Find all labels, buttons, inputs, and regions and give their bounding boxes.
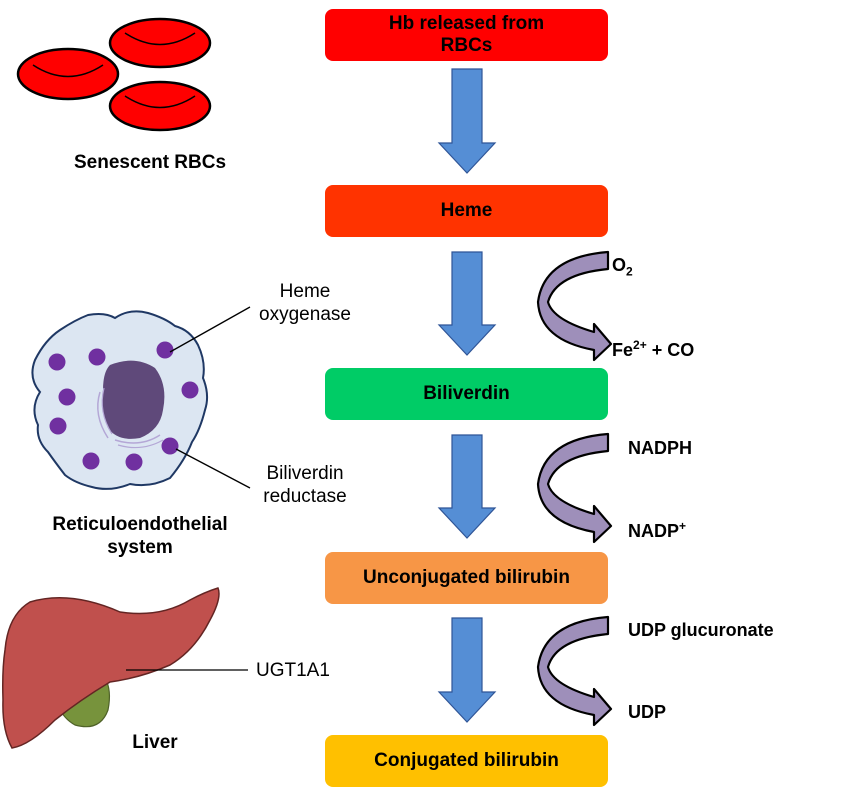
rbc-label: Senescent RBCs bbox=[73, 152, 227, 173]
step-box-hb: Hb released from RBCs bbox=[325, 9, 608, 61]
step-label: Biliverdin bbox=[423, 383, 510, 404]
macrophage-cell-icon bbox=[31, 310, 209, 490]
step-box-conjugated-bilirubin: Conjugated bilirubin bbox=[325, 735, 608, 787]
step-box-unconjugated-bilirubin: Unconjugated bilirubin bbox=[325, 552, 608, 604]
enzyme-biliverdin-reductase: Biliverdin reductase bbox=[263, 463, 347, 507]
cofactor-output-fe-co: Fe2+ + CO bbox=[612, 338, 695, 360]
step-label: Unconjugated bilirubin bbox=[363, 567, 570, 588]
leader-line bbox=[169, 306, 251, 353]
curved-arrow-icon bbox=[536, 615, 613, 727]
reticuloendothelial-label: Reticuloendothelial system bbox=[52, 514, 228, 558]
down-arrow-icon bbox=[437, 251, 497, 356]
step-label: Conjugated bilirubin bbox=[374, 750, 559, 771]
step-box-heme: Heme bbox=[325, 185, 608, 237]
enzyme-ugt1a1: UGT1A1 bbox=[256, 660, 330, 681]
down-arrow-icon bbox=[437, 68, 497, 174]
cofactor-input-nadph: NADPH bbox=[628, 438, 693, 458]
step-box-biliverdin: Biliverdin bbox=[325, 368, 608, 420]
rbc-icon bbox=[108, 17, 212, 69]
liver-label: Liver bbox=[132, 732, 178, 753]
step-label: Heme bbox=[440, 200, 493, 221]
cofactor-output-udp: UDP bbox=[628, 702, 667, 722]
enzyme-heme-oxygenase: Heme oxygenase bbox=[259, 281, 351, 325]
rbc-icon bbox=[16, 47, 120, 101]
step-label: Hb released from RBCs bbox=[388, 13, 545, 56]
leader-line bbox=[175, 448, 251, 489]
cofactor-output-nadp: NADP+ bbox=[628, 519, 687, 541]
down-arrow-icon bbox=[437, 434, 497, 539]
cofactor-input-o2: O2 bbox=[612, 255, 633, 279]
curved-arrow-icon bbox=[536, 250, 613, 362]
curved-arrow-icon bbox=[536, 432, 613, 544]
rbc-icon bbox=[108, 80, 212, 132]
liver-icon bbox=[2, 587, 220, 749]
cofactor-input-udp-glucuronate: UDP glucuronate bbox=[628, 620, 774, 640]
down-arrow-icon bbox=[437, 617, 497, 723]
nucleus-icon bbox=[102, 360, 165, 439]
